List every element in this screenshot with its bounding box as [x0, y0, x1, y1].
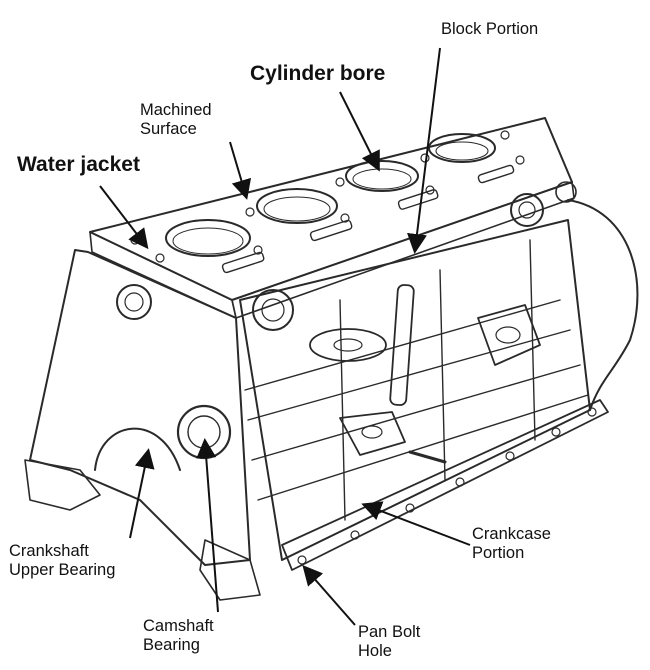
block-front-face — [29, 249, 251, 566]
pan-flange — [281, 399, 609, 571]
crankshaft-arch — [94, 427, 181, 471]
arrow-cylinder-bore — [339, 91, 380, 172]
camshaft-boss — [176, 404, 232, 460]
deck-ports — [130, 130, 525, 274]
front-foot-right — [199, 539, 261, 601]
label-machined-surface: Machined Surface — [140, 101, 212, 138]
label-crankshaft-upper-bearing: Crankshaft Upper Bearing — [9, 542, 116, 579]
label-camshaft-bearing: Camshaft Bearing — [143, 617, 214, 654]
label-block-portion: Block Portion — [441, 20, 539, 38]
label-water-jacket: Water jacket — [17, 153, 140, 176]
pan-bolt-holes — [297, 407, 597, 565]
side-ribs — [244, 239, 589, 521]
deck-edge — [89, 231, 237, 319]
arrow-camshaft-bearing — [196, 438, 219, 613]
front-bosses — [116, 181, 577, 331]
top-deck-surface — [89, 117, 573, 301]
arrow-crankcase-portion — [361, 501, 471, 546]
label-crankcase-portion: Crankcase Portion — [472, 525, 551, 562]
front-foot — [24, 459, 101, 511]
arrow-block-portion — [407, 47, 441, 254]
label-cylinder-bore: Cylinder bore — [250, 62, 386, 85]
label-pan-bolt-hole: Pan Bolt Hole — [358, 623, 421, 660]
arrow-water-jacket — [99, 185, 149, 250]
leader-arrows — [99, 47, 471, 626]
arrow-pan-bolt-hole — [302, 564, 356, 626]
deck-edge-side — [231, 181, 575, 319]
side-fittings — [309, 284, 541, 464]
cylinder-bores — [165, 133, 496, 257]
arrow-crankshaft-bearing — [129, 448, 155, 539]
arrow-machined-surface — [229, 141, 252, 200]
block-rear-end — [567, 199, 639, 411]
